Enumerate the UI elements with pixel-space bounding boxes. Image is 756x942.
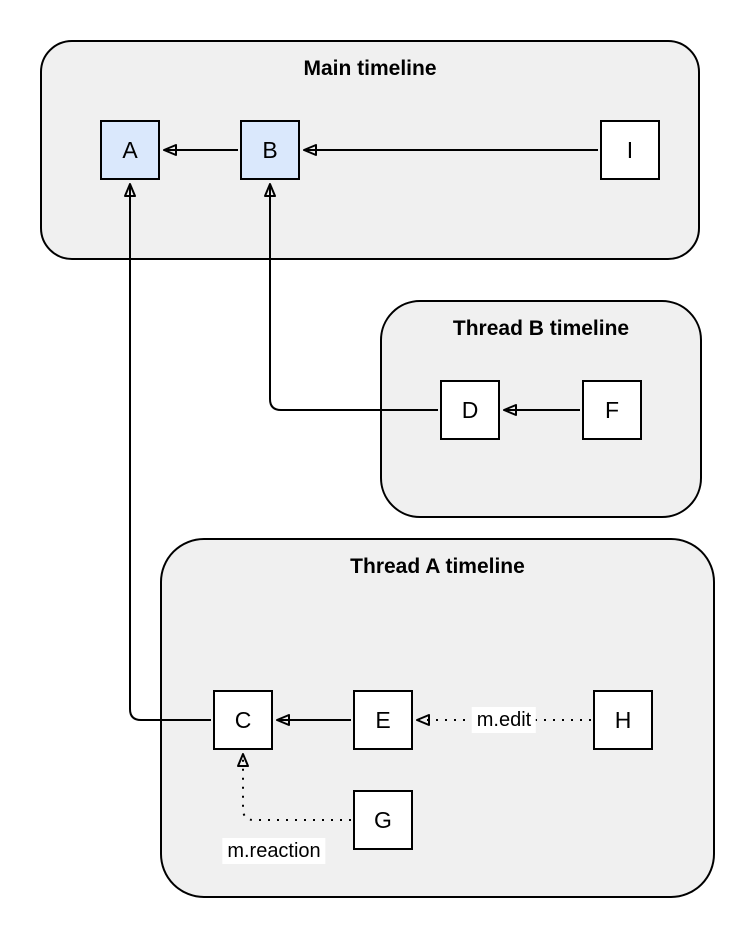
node-event-I: I (600, 120, 660, 180)
node-event-C: C (213, 690, 273, 750)
node-event-F: F (582, 380, 642, 440)
node-event-A: A (100, 120, 160, 180)
container-title-thread-b-timeline: Thread B timeline (452, 317, 630, 340)
edge-label-m-reaction: m.reaction (222, 838, 326, 864)
node-event-H: H (593, 690, 653, 750)
node-event-B: B (240, 120, 300, 180)
container-title-thread-a-timeline: Thread A timeline (350, 555, 525, 578)
node-event-E: E (353, 690, 413, 750)
edge-label-m-edit: m.edit (471, 707, 537, 733)
node-event-D: D (440, 380, 500, 440)
node-event-G: G (353, 790, 413, 850)
container-thread-b-timeline: Thread B timeline (380, 300, 702, 518)
container-title-main-timeline: Main timeline (303, 57, 437, 80)
